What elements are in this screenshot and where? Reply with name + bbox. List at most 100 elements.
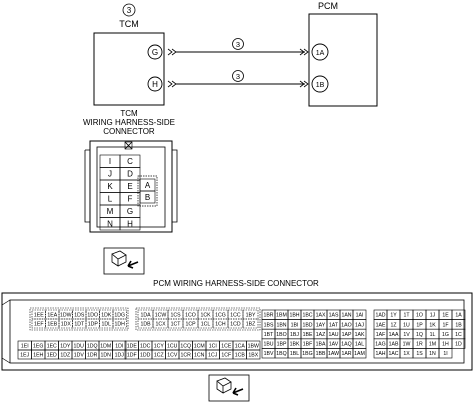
pcm-pin-1CW: 1CW (152, 309, 169, 320)
wire-circle-num: 3 (236, 40, 240, 49)
pin-label: 1EB (47, 321, 57, 327)
pin-label: 1DR (87, 352, 98, 358)
pin-label: B (145, 193, 150, 202)
pcm-pin-1EG: 1EG (31, 340, 46, 351)
pin-label: 1N (429, 351, 436, 357)
tcm-pin-D: D (119, 167, 141, 181)
pcm-pin-1AT: 1AT (326, 319, 341, 330)
pin-label: 1BH (289, 313, 299, 319)
pin-label: 1AB (389, 341, 399, 347)
pcm-pin-1K: 1K (425, 319, 440, 330)
pin-label: 1EG (33, 343, 43, 349)
pcm-pin-1DM: 1DM (98, 340, 113, 351)
pcm-pin-1DE: 1DE (124, 340, 139, 351)
pin-label: 1BE (303, 332, 313, 338)
pcm-pin-1CJ: 1CJ (205, 349, 220, 360)
pin-label: 1EC (47, 343, 57, 349)
tcm-connector-caption-1: TCM (120, 109, 138, 118)
pcm-pin-1CL: 1CL (197, 318, 214, 329)
pin-label: 1DJ (115, 352, 125, 358)
tcm-pin-B: B (139, 190, 156, 204)
wire-h-1b: H 1B 3 (147, 70, 329, 93)
pin-label: 1U (403, 322, 410, 328)
pin-label: 1G (442, 332, 449, 338)
pcm-pin-1EE: 1EE (31, 309, 46, 320)
pin-label: 1T (403, 313, 410, 319)
pin-label: I (109, 157, 111, 166)
pcm-pin-1P: 1P (412, 319, 427, 330)
pin-label: 1AS (329, 313, 339, 319)
pin-label: 1AQ (341, 341, 351, 347)
pcm-pin-1BM: 1BM (274, 309, 289, 320)
pcm-pin-1R: 1R (412, 338, 427, 349)
pcm-pin-1M: 1M (425, 338, 440, 349)
pin-label: 1AM (354, 351, 365, 357)
pin-label: 1AG (375, 341, 385, 347)
pin-label: 1BN (276, 322, 286, 328)
pcm-pin-1DW: 1DW (58, 309, 73, 320)
pcm-pin-1BF: 1BF (300, 338, 315, 349)
pcm-pin-1AO: 1AO (339, 319, 354, 330)
tcm-pin-C: C (119, 154, 141, 168)
pcm-pin-1CT: 1CT (167, 318, 184, 329)
pcm-pin-1G: 1G (438, 328, 453, 340)
pcm-pin-1AH: 1AH (373, 348, 388, 359)
pcm-pin-1BX: 1BX (246, 349, 261, 360)
pcm-pin-1BE: 1BE (300, 328, 315, 340)
pcm-block1-frame (29, 307, 129, 331)
pcm-pin-1U: 1U (399, 319, 414, 330)
pcm-pin-1DZ: 1DZ (58, 349, 73, 360)
pcm-pin-1B: 1B (451, 319, 466, 330)
pin-label: 1CR (181, 352, 192, 358)
pcm-pin-1AI: 1AI (352, 309, 367, 320)
pcm-pin-1Z: 1Z (386, 319, 401, 330)
pin-label: 1CU (167, 343, 178, 349)
pcm-pin-1I: 1I (438, 348, 453, 359)
pin-label: 1F (442, 322, 448, 328)
connector-view-icon (208, 374, 250, 402)
pin-label: 1Q (416, 332, 423, 338)
pin-label: 1E (442, 313, 449, 319)
pin-label: 1O (416, 313, 423, 319)
pin-label: 1CA (235, 343, 246, 349)
pin-label: 1BC (302, 313, 312, 319)
connector-housing (89, 140, 173, 233)
pcm-pin-1DD: 1DD (138, 349, 153, 360)
pin-label: 1Z (390, 322, 396, 328)
pcm-pin-1BN: 1BN (274, 319, 289, 330)
pcm-pin-1BS: 1BS (261, 319, 276, 330)
pcm-pin-1L: 1L (425, 328, 440, 340)
pcm-pin-1EA: 1EA (45, 309, 60, 320)
pcm-pin-1CV: 1CV (165, 349, 180, 360)
pin-label: A (145, 181, 151, 190)
pin-label: 1AN (341, 313, 351, 319)
pin-label: 1BK (290, 341, 300, 347)
pcm-pin-1DB: 1DB (137, 318, 154, 329)
pcm-pin-1BQ: 1BQ (274, 348, 289, 359)
pcm-pin-1AZ: 1AZ (313, 328, 328, 340)
tcm-pin-L: L (99, 192, 121, 206)
pcm-pin-1C: 1C (451, 328, 466, 340)
pin-label: 1EJ (20, 352, 29, 358)
pcm-pin-1CP: 1CP (182, 318, 199, 329)
pin-label: 1EF (34, 321, 44, 327)
tcm-pin-E: E (119, 179, 141, 193)
pin-label: 1BM (276, 313, 287, 319)
pin-label: 1DG (114, 312, 125, 318)
pcm-pin-1DX: 1DX (58, 318, 73, 329)
pcm-pin-1AD: 1AD (373, 309, 388, 320)
pin-label: 1H (442, 341, 449, 347)
pcm-pin-1BZ: 1BZ (242, 318, 259, 329)
pcm-pin-1X: 1X (399, 348, 414, 359)
pin-label: 1CL (201, 321, 211, 327)
pin-label: 1BT (264, 332, 274, 338)
pin-label: 1BO (276, 332, 286, 338)
pcm-pin-1DY: 1DY (58, 340, 73, 351)
pin-label: 1CB (235, 352, 246, 358)
pin-label: 1DX (61, 321, 72, 327)
tcm-pcm-wiring: 3 TCM PCM G 1A 3 H 1B 3 (93, 1, 378, 107)
pcm-pin-1BD: 1BD (300, 319, 315, 330)
pcm-pin-1D: 1D (451, 338, 466, 349)
pin-label: 1EE (34, 312, 44, 318)
